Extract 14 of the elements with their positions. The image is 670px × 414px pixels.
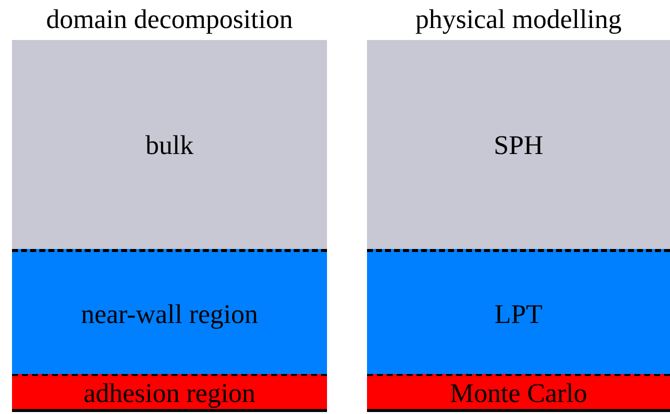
region-band bbox=[367, 40, 670, 250]
column-heading: physical modelling bbox=[414, 3, 623, 36]
region-label: bulk bbox=[145, 129, 194, 161]
region-band bbox=[367, 249, 670, 375]
column-heading: domain decomposition bbox=[45, 3, 294, 36]
region-label: near-wall region bbox=[80, 298, 258, 330]
region-band bbox=[12, 249, 327, 375]
region-label: SPH bbox=[494, 129, 544, 161]
region-band bbox=[12, 40, 327, 250]
region-band bbox=[12, 374, 327, 412]
region-label: adhesion region bbox=[84, 376, 256, 408]
region-label: LPT bbox=[494, 298, 542, 330]
region-band bbox=[367, 374, 670, 412]
region-label: Monte Carlo bbox=[450, 376, 588, 408]
